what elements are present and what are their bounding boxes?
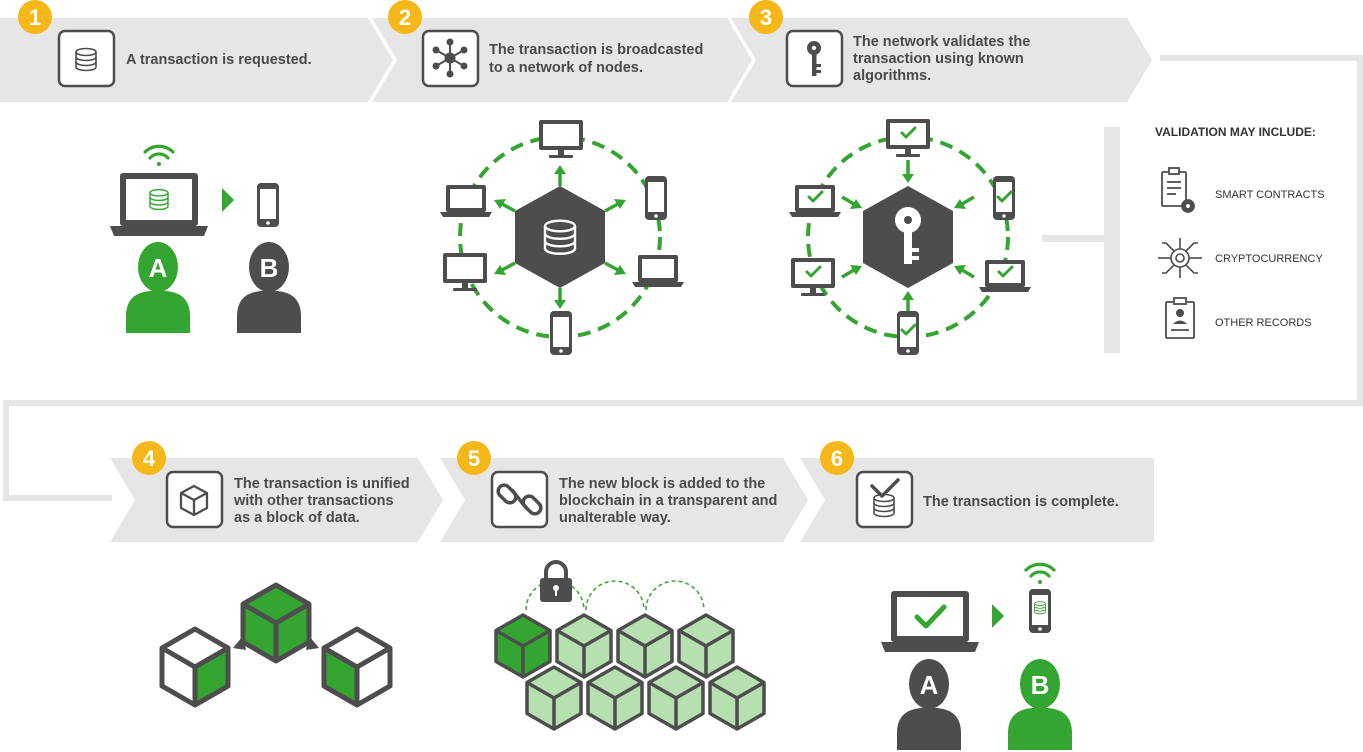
validation-connector <box>1042 235 1104 242</box>
step-5-illustration <box>494 560 766 731</box>
blockchain-honeycomb <box>494 613 766 731</box>
svg-text:2: 2 <box>399 5 411 30</box>
circuit-icon <box>1158 238 1202 278</box>
step-5-text: The new block is added to the blockchain… <box>559 476 781 526</box>
receiving-phone-icon <box>1029 589 1051 633</box>
validation-item-other-records: OTHER RECORDS <box>1215 317 1312 329</box>
step-2-illustration <box>440 120 684 355</box>
node-phone-right-top <box>645 176 667 220</box>
flow-connector-line <box>3 55 1363 501</box>
cube-left <box>159 626 231 708</box>
validated-node-right-bottom <box>979 260 1031 292</box>
merge-arrows <box>233 636 319 650</box>
person-a-icon: A <box>126 242 190 333</box>
new-block <box>494 613 552 679</box>
wifi-icon <box>1024 562 1056 584</box>
svg-text:1: 1 <box>29 5 41 30</box>
coins-icon <box>57 29 116 88</box>
step-6-illustration: A B <box>881 562 1072 750</box>
step-4-text: The transaction is unified with other tr… <box>233 476 414 526</box>
validation-arrows <box>841 160 975 312</box>
node-phone-bottom <box>550 311 572 355</box>
cube-center <box>240 582 312 664</box>
step-3-badge: 3 <box>749 0 783 34</box>
validated-node-top <box>886 119 930 157</box>
svg-text:3: 3 <box>760 5 772 30</box>
svg-text:B: B <box>1031 670 1050 700</box>
validated-node-left-top <box>789 185 841 217</box>
svg-text:A: A <box>920 670 939 700</box>
validated-node-left-bottom <box>791 258 835 296</box>
step-4-badge: 4 <box>132 441 166 475</box>
step-1-illustration: A B <box>110 144 301 333</box>
step-6-text: The transaction is complete. <box>923 494 1119 510</box>
cube-icon <box>165 470 224 529</box>
contract-gear-icon <box>1161 167 1195 213</box>
validation-item-cryptocurrency: CRYPTOCURRENCY <box>1215 253 1323 265</box>
step-4-illustration <box>159 582 393 708</box>
svg-text:B: B <box>260 253 279 283</box>
phone-icon <box>257 183 279 227</box>
validation-title: VALIDATION MAY INCLUDE: <box>1155 125 1316 139</box>
svg-text:6: 6 <box>831 446 843 471</box>
central-key-hexagon <box>863 186 953 288</box>
step-6-badge: 6 <box>820 441 854 475</box>
coins-check-icon <box>855 470 914 529</box>
node-laptop-right-bottom <box>632 255 684 287</box>
step-2-text: The transaction is broadcasted to a netw… <box>489 42 707 76</box>
network-icon <box>421 29 480 88</box>
step-3-text: The network validates the transaction us… <box>853 34 1034 84</box>
arrow-right-icon <box>992 604 1004 628</box>
node-laptop-left-top <box>440 185 492 217</box>
validation-bracket <box>1104 127 1120 353</box>
padlock-icon <box>540 560 572 602</box>
node-monitor-top <box>539 120 583 158</box>
svg-text:4: 4 <box>143 446 156 471</box>
arrow-right-icon <box>222 188 234 212</box>
chain-link-icon <box>490 470 549 529</box>
validation-item-smart-contracts: SMART CONTRACTS <box>1215 189 1325 201</box>
laptop-icon <box>110 173 208 236</box>
person-b-icon: B <box>1008 659 1072 750</box>
validation-panel: VALIDATION MAY INCLUDE: SMART CONTRACTS … <box>1155 125 1325 339</box>
step-5-badge: 5 <box>457 441 491 475</box>
record-clipboard-icon <box>1165 297 1195 339</box>
node-monitor-left-bottom <box>443 253 487 291</box>
validated-node-right-top <box>993 176 1015 220</box>
person-a-icon: A <box>897 659 961 750</box>
person-b-icon: B <box>237 242 301 333</box>
broadcast-arrows <box>494 165 626 309</box>
step-3-illustration <box>789 119 1031 355</box>
validated-node-bottom <box>897 311 919 355</box>
wifi-icon <box>143 144 175 166</box>
step-1-text: A transaction is requested. <box>126 52 312 68</box>
key-icon <box>785 29 844 88</box>
completed-laptop-icon <box>881 591 979 652</box>
step-1-badge: 1 <box>18 0 52 34</box>
cube-right <box>321 626 393 708</box>
step-2-badge: 2 <box>388 0 422 34</box>
svg-text:A: A <box>149 253 168 283</box>
svg-text:5: 5 <box>468 446 480 471</box>
central-coin-hexagon <box>515 186 605 288</box>
